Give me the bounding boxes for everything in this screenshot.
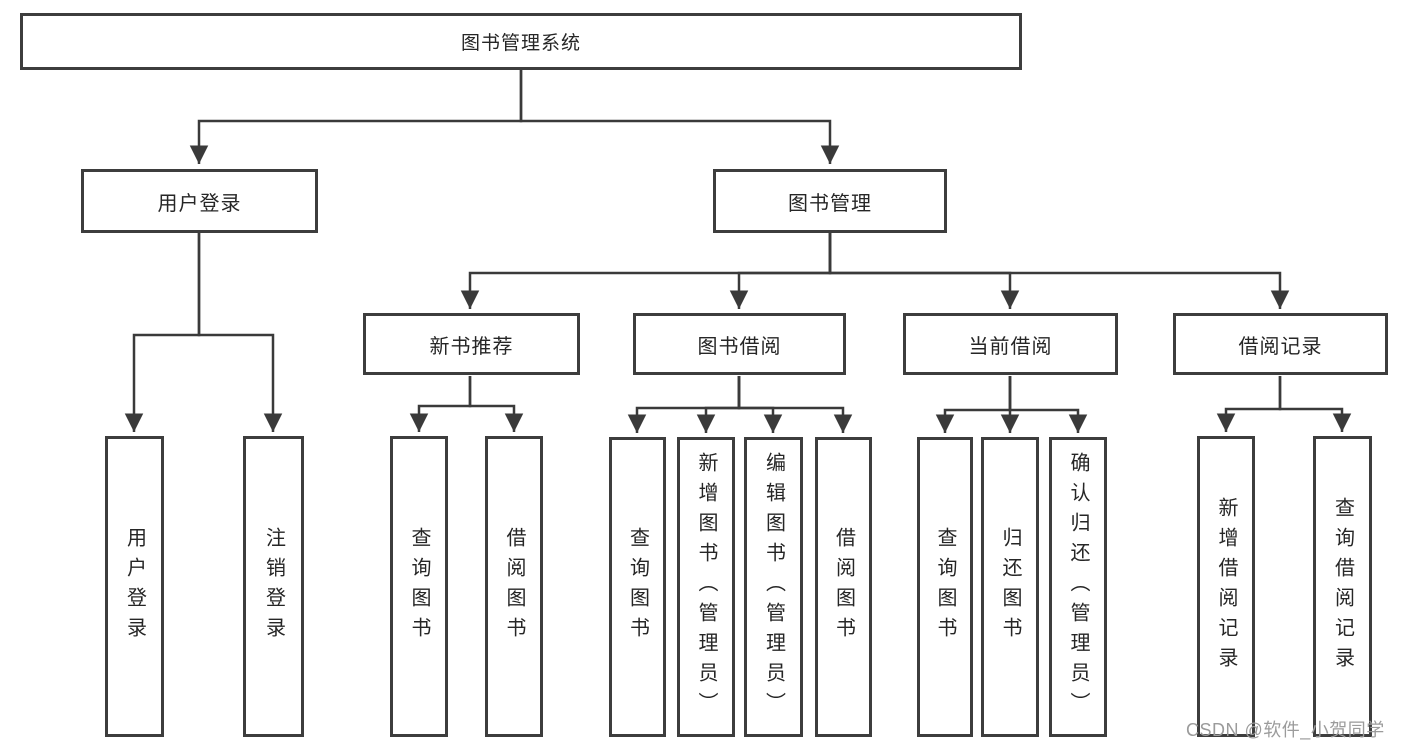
- node-label: 图书管理: [788, 192, 872, 215]
- node-borrowing-query-book: 查询图书: [609, 437, 666, 737]
- csdn-watermark: CSDN @软件_小贺同学: [1186, 720, 1385, 740]
- node-label: 编辑图书（管理员）: [762, 452, 785, 722]
- node-label: 新书推荐: [429, 335, 514, 358]
- node-user-login-group: 用户登录: [81, 169, 318, 233]
- node-current-confirm-return-admin: 确认归还（管理员）: [1049, 437, 1107, 737]
- node-book-borrowing: 图书借阅: [633, 313, 846, 375]
- node-label: 图书管理系统: [460, 33, 581, 54]
- node-borrowing-edit-book-admin: 编辑图书（管理员）: [744, 437, 803, 737]
- node-label: 用户登录: [157, 192, 242, 215]
- node-library-management-system: 图书管理系统: [20, 13, 1022, 70]
- node-records-query-record: 查询借阅记录: [1313, 436, 1372, 737]
- node-borrowing-records: 借阅记录: [1173, 313, 1388, 375]
- node-user-login: 用户登录: [105, 436, 164, 737]
- node-borrowing-add-book-admin: 新增图书（管理员）: [677, 437, 735, 737]
- node-label: 借阅图书: [832, 527, 855, 647]
- node-label: 图书借阅: [697, 335, 782, 358]
- node-label: 借阅记录: [1238, 335, 1323, 358]
- node-label: 新增图书（管理员）: [695, 452, 717, 722]
- node-book-management-group: 图书管理: [713, 169, 947, 233]
- node-label: 借阅图书: [503, 526, 525, 647]
- node-label: 归还图书: [999, 527, 1021, 647]
- node-newrec-borrow-book: 借阅图书: [485, 436, 543, 737]
- node-current-query-book: 查询图书: [917, 437, 973, 737]
- node-label: 查询借阅记录: [1331, 496, 1354, 677]
- node-label: 查询图书: [626, 527, 649, 647]
- node-current-borrowing: 当前借阅: [903, 313, 1118, 375]
- node-borrowing-borrow-book: 借阅图书: [815, 437, 872, 737]
- node-label: 新增借阅记录: [1215, 496, 1237, 677]
- node-current-return-book: 归还图书: [981, 437, 1039, 737]
- node-label: 用户登录: [123, 526, 146, 647]
- node-label: 查询图书: [408, 526, 430, 647]
- node-label: 查询图书: [934, 527, 956, 647]
- node-newrec-query-book: 查询图书: [390, 436, 448, 737]
- node-label: 确认归还（管理员）: [1067, 452, 1089, 722]
- node-new-book-recommend: 新书推荐: [363, 313, 580, 375]
- node-label: 注销登录: [262, 526, 285, 647]
- node-logout: 注销登录: [243, 436, 304, 737]
- node-label: 当前借阅: [968, 335, 1053, 358]
- node-records-add-record: 新增借阅记录: [1197, 436, 1255, 737]
